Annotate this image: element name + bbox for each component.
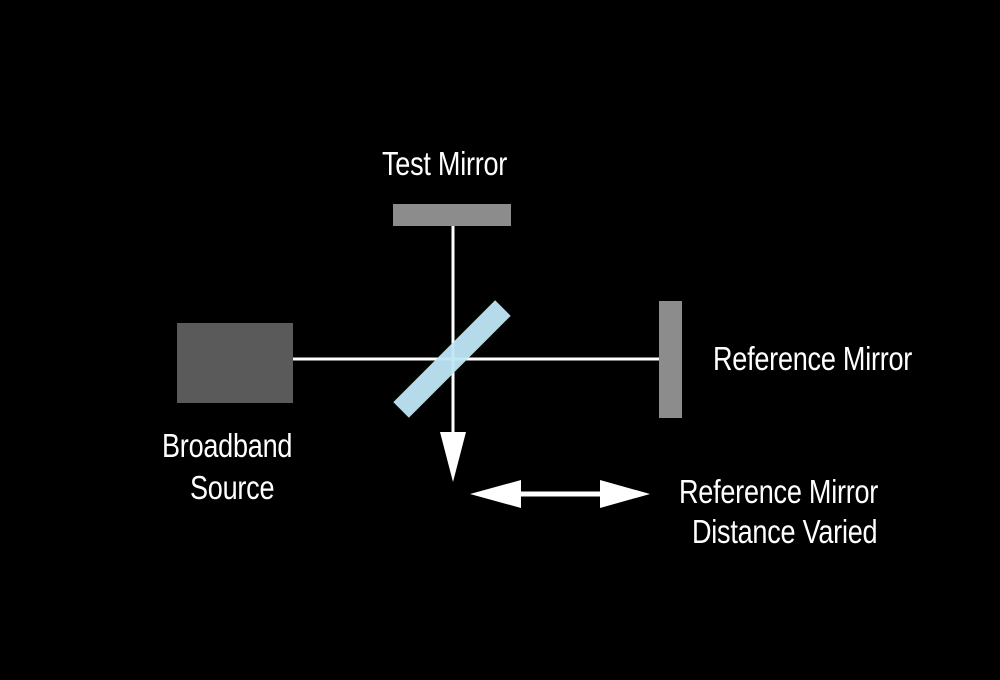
broadband-source-block (177, 323, 293, 403)
distance-varied-label-line2: Distance Varied (692, 513, 878, 550)
reference-mirror-label: Reference Mirror (713, 340, 913, 377)
broadband-source-label-line2: Source (190, 469, 275, 506)
broadband-source-label-line1: Broadband (162, 427, 293, 464)
test-mirror-label: Test Mirror (382, 145, 508, 182)
reference-mirror (659, 301, 682, 418)
output-arrowhead (440, 432, 466, 482)
beam-splitter-group (393, 300, 511, 418)
beam-splitter (393, 300, 511, 418)
test-mirror (393, 204, 511, 226)
distance-arrow-right-head (600, 480, 650, 508)
distance-arrow-left-head (470, 480, 521, 508)
distance-varied-label-line1: Reference Mirror (679, 473, 879, 510)
